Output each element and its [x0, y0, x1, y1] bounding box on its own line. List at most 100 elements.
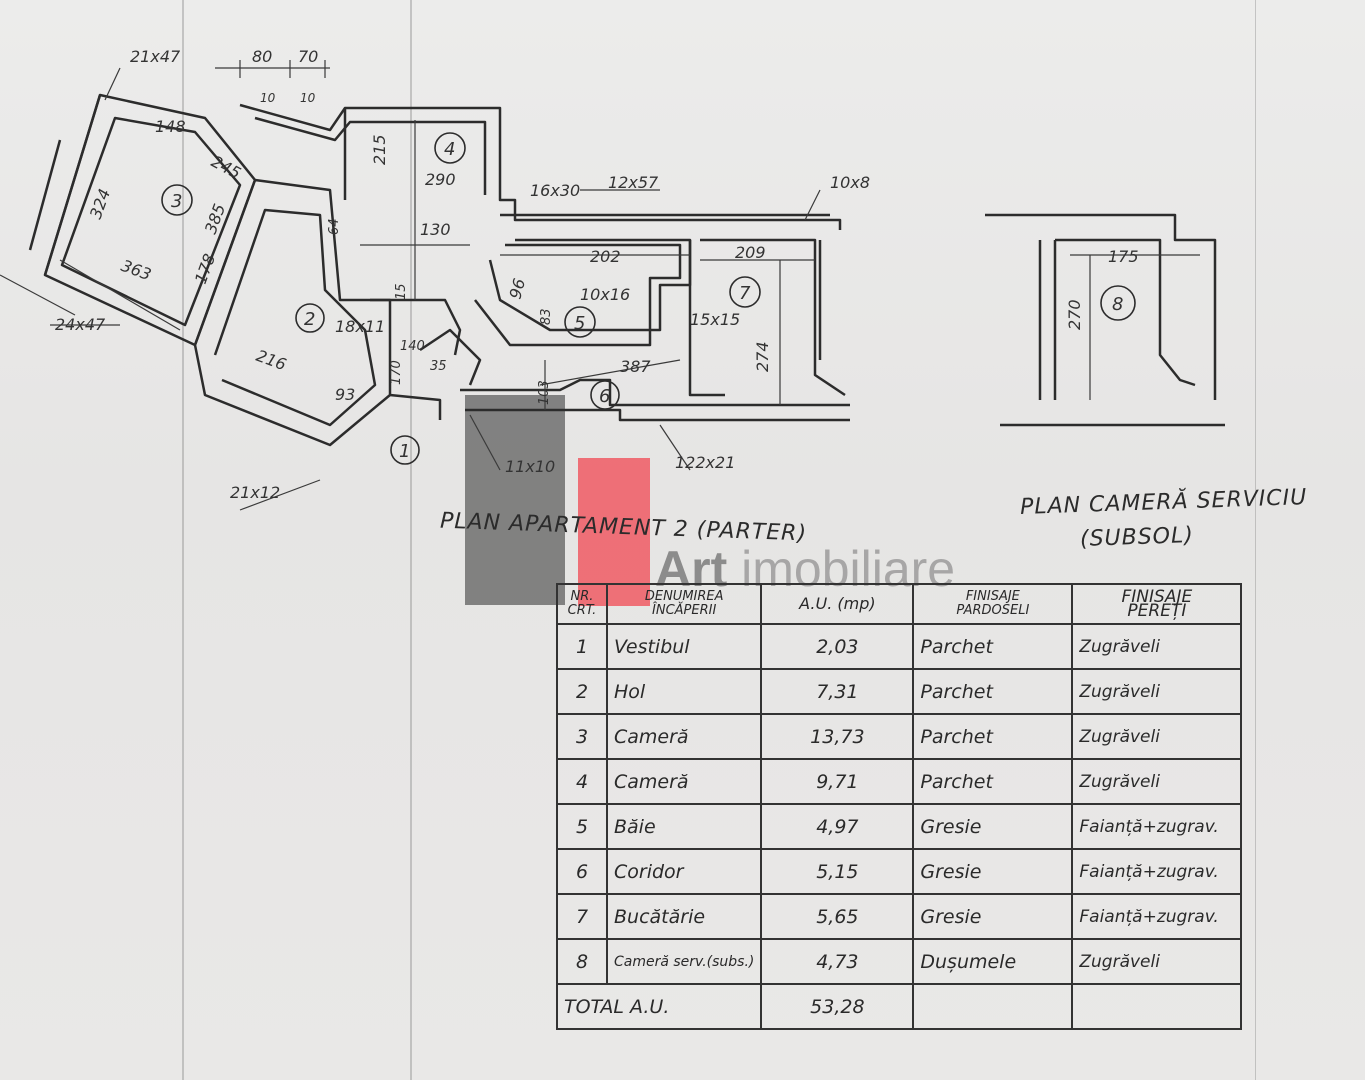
room-4-walls [239, 103, 555, 222]
paper-fold-line [410, 0, 412, 1080]
table-row: 2 Hol 7,31 Parchet Zugrăveli [556, 668, 1243, 715]
table-row: 6 Coridor 5,15 Gresie Faianță+zugrav. [556, 848, 1243, 895]
header-area: A.U. (mp) [760, 583, 915, 625]
room-marker-8: 8 [1100, 285, 1136, 321]
cell-name: Hol [605, 668, 763, 715]
dim-label: 70 [298, 47, 318, 66]
cell-area: 2,03 [760, 623, 915, 670]
svg-text:8: 8 [1112, 294, 1123, 315]
cell-floor: Gresie [912, 848, 1074, 895]
paper-fold-line [182, 0, 184, 1080]
room-marker-7: 7 [729, 276, 761, 308]
cell-name: Coridor [605, 848, 763, 895]
total-label: TOTAL A.U. [555, 983, 763, 1030]
cell-nr: 2 [556, 668, 608, 715]
dim-label: 15x15 [690, 310, 740, 329]
cell-floor: Parchet [912, 668, 1074, 715]
cell-nr: 6 [556, 848, 608, 895]
cell-floor: Gresie [912, 893, 1074, 940]
dim-label: 387 [620, 357, 651, 376]
cell-wall: Faianță+zugrav. [1071, 848, 1243, 895]
cell-name: Băie [605, 803, 763, 850]
room-8-walls [985, 213, 1225, 427]
cell-area: 5,15 [760, 848, 915, 895]
room-marker-2: 2 [295, 303, 325, 333]
total-value: 53,28 [760, 983, 915, 1030]
cell-name: Cameră [605, 713, 763, 760]
dim-label: 209 [735, 243, 766, 262]
dim-label: 93 [335, 385, 355, 404]
cell-area: 4,73 [760, 938, 915, 985]
cell-name: Cameră serv.(subs.) [605, 938, 763, 985]
svg-text:1: 1 [399, 441, 410, 462]
cell-floor: Dușumele [912, 938, 1074, 985]
room-marker-3: 3 [161, 184, 193, 216]
cell-empty [912, 983, 1074, 1030]
dim-label: 274 [753, 341, 772, 372]
watermark-red-block [578, 458, 650, 606]
cell-name: Vestibul [605, 623, 763, 670]
dim-label: 148 [155, 117, 186, 136]
cell-floor: Parchet [912, 758, 1074, 805]
svg-text:7: 7 [739, 283, 751, 304]
cell-area: 7,31 [760, 668, 915, 715]
dim-label: 24x47 [55, 315, 106, 334]
cell-nr: 5 [556, 803, 608, 850]
cell-wall: Zugrăveli [1071, 713, 1243, 760]
dim-label: 10x8 [830, 173, 870, 192]
cell-nr: 1 [556, 623, 608, 670]
dim-label: 324 [86, 186, 114, 221]
dim-label: 103 [537, 380, 552, 405]
watermark-grey-block [465, 395, 565, 605]
cell-nr: 8 [556, 938, 608, 985]
cell-wall: Faianță+zugrav. [1071, 893, 1243, 940]
table-total-row: TOTAL A.U. 53,28 [555, 983, 1243, 1030]
dim-label: 21x47 [130, 47, 181, 66]
table-row: 7 Bucătărie 5,65 Gresie Faianță+zugrav. [556, 893, 1243, 940]
dim-label: 215 [370, 134, 389, 165]
svg-text:3: 3 [171, 191, 182, 212]
cell-wall: Zugrăveli [1071, 623, 1243, 670]
svg-text:6: 6 [599, 386, 610, 407]
header-nr: NR.CRT. [556, 583, 608, 625]
cell-name: Bucătărie [605, 893, 763, 940]
dim-label: 245 [208, 152, 244, 183]
cell-wall: Zugrăveli [1071, 938, 1243, 985]
cell-area: 4,97 [760, 803, 915, 850]
dim-label: 170 [389, 360, 404, 385]
paper-fold-line [1255, 0, 1256, 1080]
service-plan-subtitle: (SUBSOL) [1079, 523, 1195, 552]
cell-floor: Gresie [912, 803, 1074, 850]
cell-area: 5,65 [760, 893, 915, 940]
table-row: 4 Cameră 9,71 Parchet Zugrăveli [556, 758, 1243, 805]
dim-label: 80 [252, 47, 272, 66]
room-marker-5: 5 [564, 306, 596, 338]
cell-empty [1071, 983, 1243, 1030]
svg-text:5: 5 [574, 313, 585, 334]
dim-label: 35 [430, 359, 447, 374]
dim-label: 11x10 [505, 457, 555, 476]
cell-area: 9,71 [760, 758, 915, 805]
dim-label: 270 [1065, 299, 1084, 330]
room-markers: 1 2 3 4 5 6 7 8 [161, 132, 1136, 465]
dim-label: 64 [327, 218, 342, 235]
dim-label: 363 [119, 256, 154, 284]
room-1-walls [370, 298, 462, 420]
room-marker-6: 6 [590, 380, 620, 410]
dim-label: 21x12 [230, 483, 280, 502]
room-marker-1: 1 [390, 435, 420, 465]
room-marker-4: 4 [434, 132, 466, 164]
dim-label: 290 [425, 170, 456, 189]
dim-label: 96 [506, 276, 530, 301]
dim-label: 202 [590, 247, 621, 266]
dim-label: 10 [300, 91, 316, 105]
table-row: 5 Băie 4,97 Gresie Faianță+zugrav. [556, 803, 1243, 850]
dimension-labels: 21x47 80 70 10 10 148 245 324 385 363 17… [55, 47, 1139, 502]
dim-label: 83 [539, 308, 554, 325]
